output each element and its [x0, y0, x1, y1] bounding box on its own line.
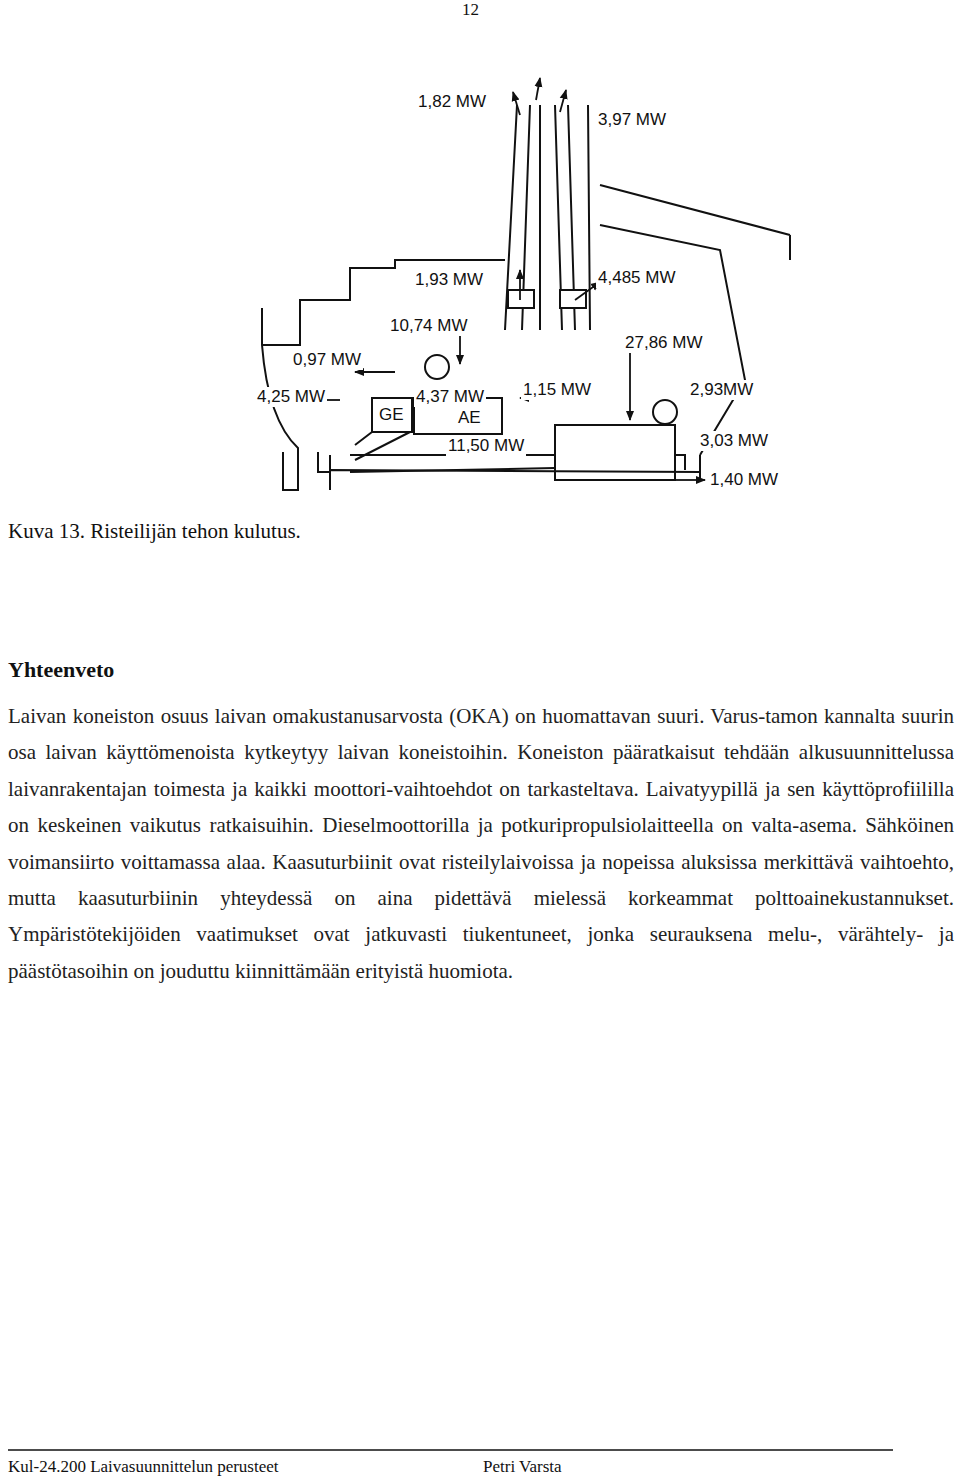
- body-paragraph: Laivan koneiston osuus laivan omakustanu…: [8, 698, 954, 989]
- power-label: 11,50 MW: [446, 436, 526, 456]
- power-label: 4,37 MW: [414, 387, 486, 407]
- power-label: 4,25 MW: [255, 387, 327, 407]
- figure-caption: Kuva 13. Risteilijän tehon kulutus.: [8, 518, 301, 544]
- power-label: 27,86 MW: [623, 333, 704, 353]
- power-label: 2,93MW: [688, 380, 755, 400]
- section-heading: Yhteenveto: [8, 657, 114, 683]
- footer-text: Kul-24.200 Laivasuunnittelun perusteet: [8, 1457, 279, 1477]
- power-label: 3,97 MW: [596, 110, 668, 130]
- page-number: 12: [462, 0, 479, 20]
- footer-text: Petri Varsta: [483, 1457, 562, 1477]
- engine-label: AE: [456, 408, 483, 428]
- power-label: 1,93 MW: [413, 270, 485, 290]
- power-label: 4,485 MW: [596, 268, 677, 288]
- power-label: 10,74 MW: [388, 316, 469, 336]
- power-label: 1,40 MW: [708, 470, 780, 490]
- engine-label: GE: [377, 405, 406, 425]
- power-label: 0,97 MW: [291, 350, 363, 370]
- power-label: 1,82 MW: [416, 92, 488, 112]
- power-label: 3,03 MW: [698, 431, 770, 451]
- power-label: 1,15 MW: [521, 380, 593, 400]
